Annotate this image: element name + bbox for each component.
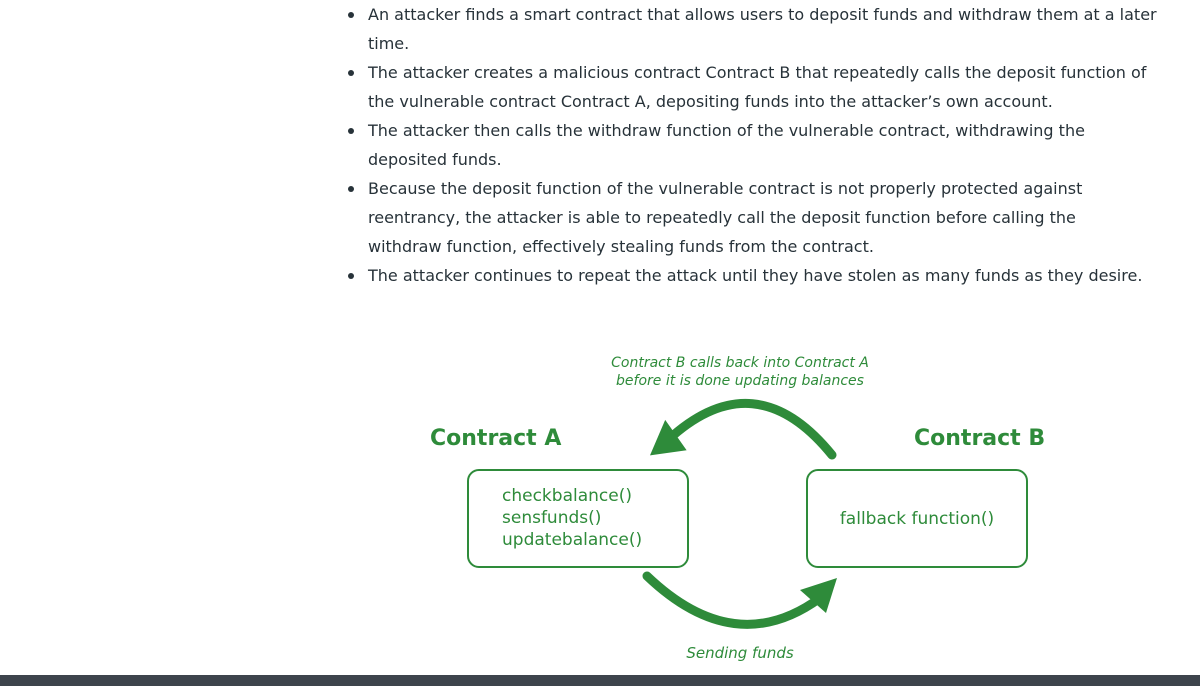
list-item-text: The attacker continues to repeat the att…: [368, 266, 1143, 285]
list-item-text: Because the deposit function of the vuln…: [368, 179, 1083, 256]
callback-arrowhead: [649, 419, 687, 456]
callback-caption-line-1: Contract B calls back into Contract A: [611, 355, 869, 371]
bottom-bar: [0, 675, 1200, 686]
bullet-dot-icon: [348, 70, 354, 76]
list-item-text: The attacker creates a malicious contrac…: [368, 63, 1147, 111]
contract-b-box: fallback function(): [806, 469, 1028, 568]
list-item-text: The attacker then calls the withdraw fun…: [368, 121, 1085, 169]
contract-a-box: checkbalance() sensfunds() updatebalance…: [467, 469, 689, 568]
contract-a-function: updatebalance(): [502, 530, 643, 550]
list-item: Because the deposit function of the vuln…: [341, 174, 1148, 261]
contract-b-function: fallback function(): [839, 508, 995, 529]
bullet-dot-icon: [348, 273, 354, 279]
list-item: The attacker continues to repeat the att…: [341, 261, 1198, 290]
list-item: The attacker then calls the withdraw fun…: [341, 116, 1138, 174]
contract-a-function: sensfunds(): [502, 508, 602, 528]
contract-a-title: Contract A: [430, 426, 562, 451]
sending-funds-arrow: [642, 571, 825, 629]
contract-b-title: Contract B: [914, 426, 1046, 451]
diagram-arrows: [642, 398, 837, 629]
sending-funds-caption: Sending funds: [686, 644, 794, 662]
callback-caption-line-2: before it is done updating balances: [616, 373, 864, 389]
bullet-dot-icon: [348, 186, 354, 192]
callback-caption: Contract B calls back into Contract A be…: [590, 354, 890, 390]
list-item: The attacker creates a malicious contrac…: [341, 58, 1168, 116]
sending-funds-arrowhead: [800, 578, 837, 613]
list-item-text: An attacker finds a smart contract that …: [368, 5, 1157, 53]
callback-arrow: [663, 398, 837, 460]
bullet-dot-icon: [348, 12, 354, 18]
bullet-dot-icon: [348, 128, 354, 134]
contract-a-function: checkbalance(): [502, 486, 632, 506]
bullet-list: An attacker finds a smart contract that …: [341, 0, 1191, 290]
list-item: An attacker finds a smart contract that …: [341, 0, 1158, 58]
reentrancy-diagram: Contract B calls back into Contract A be…: [400, 340, 1120, 670]
